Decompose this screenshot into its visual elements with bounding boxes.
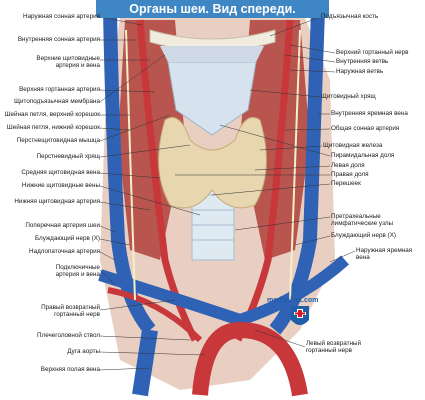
vagus-nerve-right: [289, 29, 301, 301]
label-hyoid-bone: Подъязычная кость: [321, 13, 379, 20]
label-cricoid-cartilage: Перстневидный хрящ: [36, 153, 100, 160]
superior-vena-cava: [132, 328, 158, 397]
label-external-branch: Наружная ветвь: [336, 68, 384, 75]
label-transverse-cervical-artery: Поперечная артерия шеи: [25, 222, 100, 229]
common-carotid-artery-left: [136, 19, 199, 342]
label-superior-thyroid-artery-vein: Верхние щитовидные артерия и вена: [36, 55, 100, 69]
label-external-carotid-artery: Наружная сонная артерия: [23, 13, 100, 20]
leader-lines-left: [99, 16, 206, 371]
label-suprascapular-artery: Надлопаточная артерия: [29, 248, 100, 255]
label-brachiocephalic-trunk: Плечеголовной ствол: [37, 332, 100, 339]
label-isthmus: Перешеек: [331, 180, 361, 187]
label-left-lobe: Левая доля: [331, 162, 365, 169]
label-internal-jugular-vein: Внутренняя яремная вена: [331, 110, 408, 117]
label-common-carotid-artery: Общая сонная артерия: [331, 125, 400, 132]
label-pretracheal-lymph-nodes: Претрахеальные лимфатические узлы: [331, 213, 394, 227]
label-ansa-cervicalis-superior: Шейная петля, верхний корешок: [4, 111, 100, 118]
label-superior-vena-cava: Верхняя полая вена: [40, 366, 100, 373]
title-banner: Органы шеи. Вид спереди.: [96, 0, 329, 18]
label-external-jugular-vein: Наружная яремная вена: [356, 247, 413, 261]
leader-lines-right: [175, 16, 356, 348]
thyroid-gland: [158, 117, 267, 209]
label-inferior-thyroid-veins: Нижние щитовидные вены: [21, 182, 100, 189]
label-thyroid-gland: Щитовидная железа: [323, 142, 383, 149]
watermark-text: medunivet.com: [267, 297, 319, 304]
label-internal-carotid-artery: Внутренняя сонная артерия: [17, 36, 100, 43]
label-superior-laryngeal-artery: Верхняя гортанная артерия: [19, 86, 100, 93]
figure-title: Органы шеи. Вид спереди.: [129, 2, 296, 16]
label-internal-branch: Внутренняя ветвь: [336, 58, 389, 65]
label-thyrohyoid-membrane: Щитоподъязычная мембрана: [14, 98, 100, 105]
label-pyramidal-lobe: Пирамидальная доля: [331, 152, 395, 159]
subclavian-artery: [107, 287, 203, 343]
label-thyroid-cartilage: Щитовидный хрящ: [321, 93, 376, 100]
label-middle-thyroid-vein: Средняя щитовидная вена: [21, 169, 100, 176]
vagus-nerve-left: [125, 29, 136, 301]
label-superior-laryngeal-nerve: Верхний гортанный нерв: [336, 49, 409, 56]
brachiocephalic-vein: [98, 255, 349, 327]
thyrohyoid-membrane: [160, 46, 264, 62]
label-left-recurrent-laryngeal-nerve: Левый возвратный гортанный нерв: [306, 340, 361, 354]
label-cricothyroid-muscle: Перстнещитовидная мышца: [16, 137, 100, 144]
label-vagus-nerve-right: Блуждающий нерв (X): [331, 232, 397, 239]
aortic-arch: [192, 321, 308, 397]
label-aortic-arch: Дуга аорты: [67, 348, 100, 355]
label-right-lobe: Правая доля: [331, 171, 369, 178]
label-ansa-cervicalis-inferior: Шейная петля, нижний корешок: [6, 124, 100, 131]
common-carotid-artery-right: [234, 19, 294, 342]
label-vagus-nerve-left: Блуждающий нерв (X): [34, 235, 100, 242]
internal-jugular-vein-left: [103, 9, 156, 335]
label-subclavian-artery-vein: Подключичные артерия и вена: [55, 264, 100, 278]
watermark-badge: [291, 306, 309, 325]
label-inferior-thyroid-artery: Нижняя щитовидная артерия: [14, 198, 100, 205]
label-right-recurrent-laryngeal-nerve: Правый возвратный гортанный нерв: [41, 304, 100, 318]
